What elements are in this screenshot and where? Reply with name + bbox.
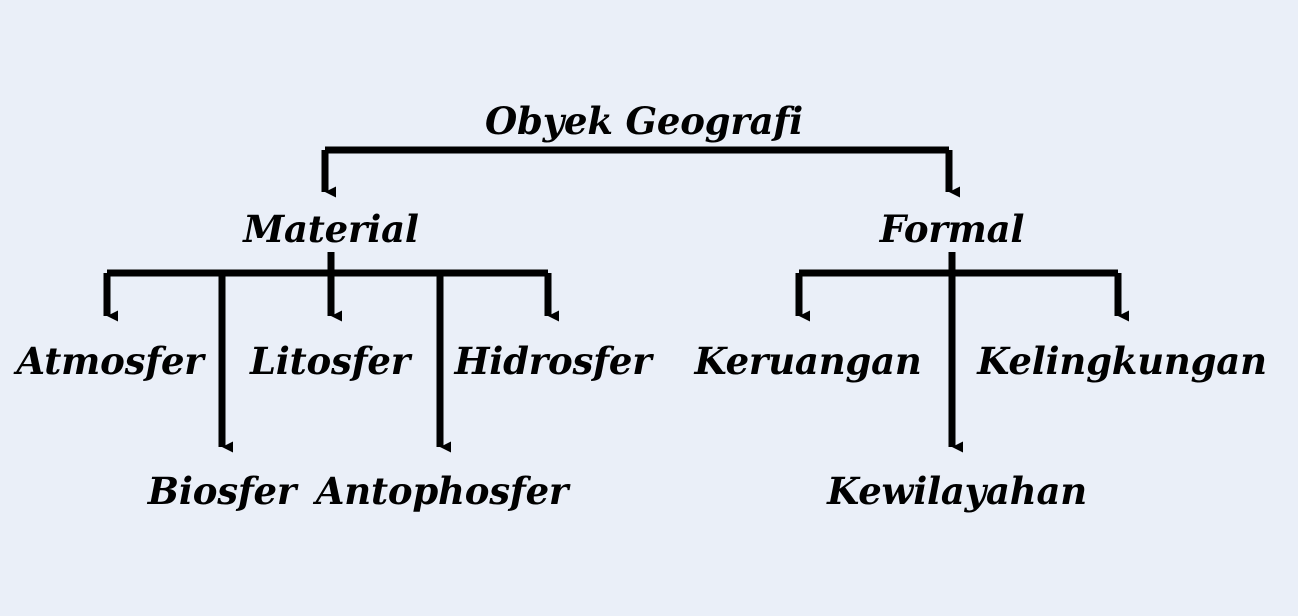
node-formal: Formal [879, 207, 1025, 251]
node-biosfer: Biosfer [147, 469, 297, 513]
node-material: Material [243, 207, 419, 251]
node-obyek-geografi: Obyek Geografi [485, 99, 803, 143]
node-kewilayahan: Kewilayahan [827, 469, 1087, 513]
node-antophosfer: Antophosfer [315, 469, 569, 513]
node-atmosfer: Atmosfer [16, 339, 204, 383]
node-hidrosfer: Hidrosfer [454, 339, 652, 383]
node-kelingkungan: Kelingkungan [977, 339, 1267, 383]
node-litosfer: Litosfer [249, 339, 411, 383]
node-keruangan: Keruangan [694, 339, 922, 383]
